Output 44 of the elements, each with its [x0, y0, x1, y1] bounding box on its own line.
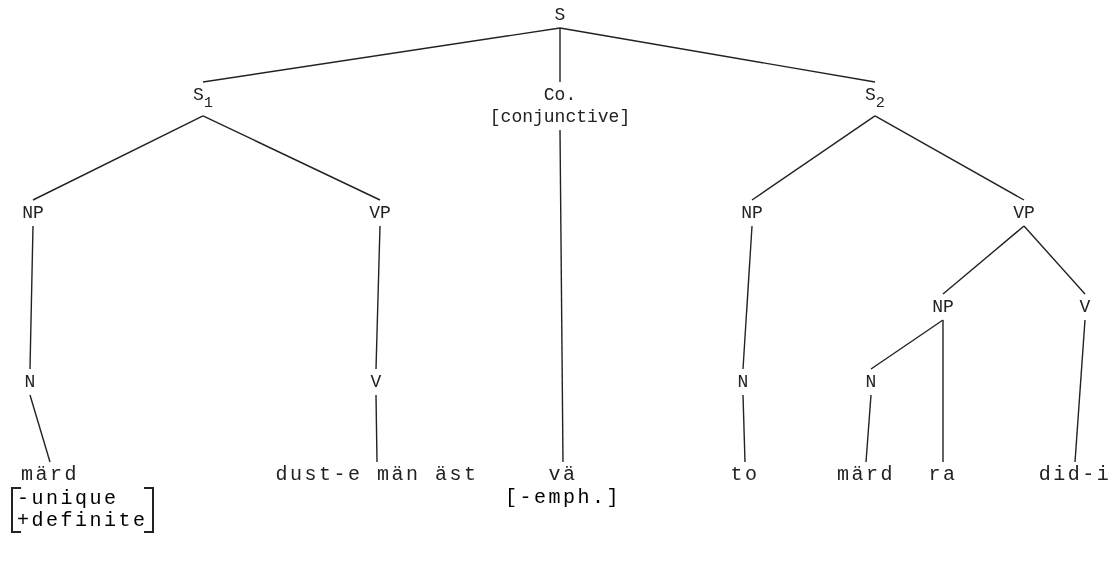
tree-branch	[559, 27, 561, 83]
tree-branch	[742, 225, 753, 370]
tree-branch	[742, 394, 746, 463]
tree-branch	[202, 115, 381, 201]
category-label: VP	[369, 202, 391, 224]
tree-branch	[29, 225, 34, 370]
tree-branch	[29, 394, 51, 463]
category-label: N	[865, 371, 877, 393]
category-label: Co.	[542, 84, 578, 106]
tree-branch	[375, 225, 381, 370]
word-label: dust-e män äst	[275, 464, 479, 486]
tree-branch	[202, 27, 561, 83]
tree-branch	[375, 394, 378, 463]
tree-branch	[1023, 225, 1086, 295]
category-label: S	[554, 4, 566, 26]
word-label: märd	[837, 464, 895, 486]
feature-matrix: -unique +definite	[11, 487, 154, 533]
tree-branch	[559, 27, 876, 83]
category-label: N	[24, 371, 36, 393]
category-label: S$_{2}$	[865, 84, 885, 114]
category-label: V	[1079, 296, 1091, 318]
category-label: V	[370, 371, 382, 393]
tree-branch	[942, 319, 944, 463]
category-label: NP	[22, 202, 44, 224]
tree-branch	[559, 129, 564, 463]
tree-branch	[870, 319, 944, 370]
category-label: S$_{1}$	[193, 84, 213, 114]
word-label: märd	[21, 464, 79, 486]
tree-branch	[1074, 319, 1086, 463]
category-label: N	[737, 371, 749, 393]
category-label: NP	[932, 296, 954, 318]
word-label: did-i	[1038, 464, 1112, 486]
word-label: vä	[548, 464, 578, 486]
tree-branch	[942, 225, 1025, 295]
word-label: ra	[928, 464, 958, 486]
word-label: to	[730, 464, 760, 486]
feature-label: [-emph.]	[505, 487, 621, 509]
tree-branch	[874, 115, 1025, 201]
category-label: VP	[1013, 202, 1035, 224]
tree-branch	[865, 394, 872, 463]
category-label: NP	[741, 202, 763, 224]
tree-branch	[32, 115, 204, 201]
feature-label: [conjunctive]	[489, 106, 631, 128]
tree-branch	[751, 115, 876, 201]
